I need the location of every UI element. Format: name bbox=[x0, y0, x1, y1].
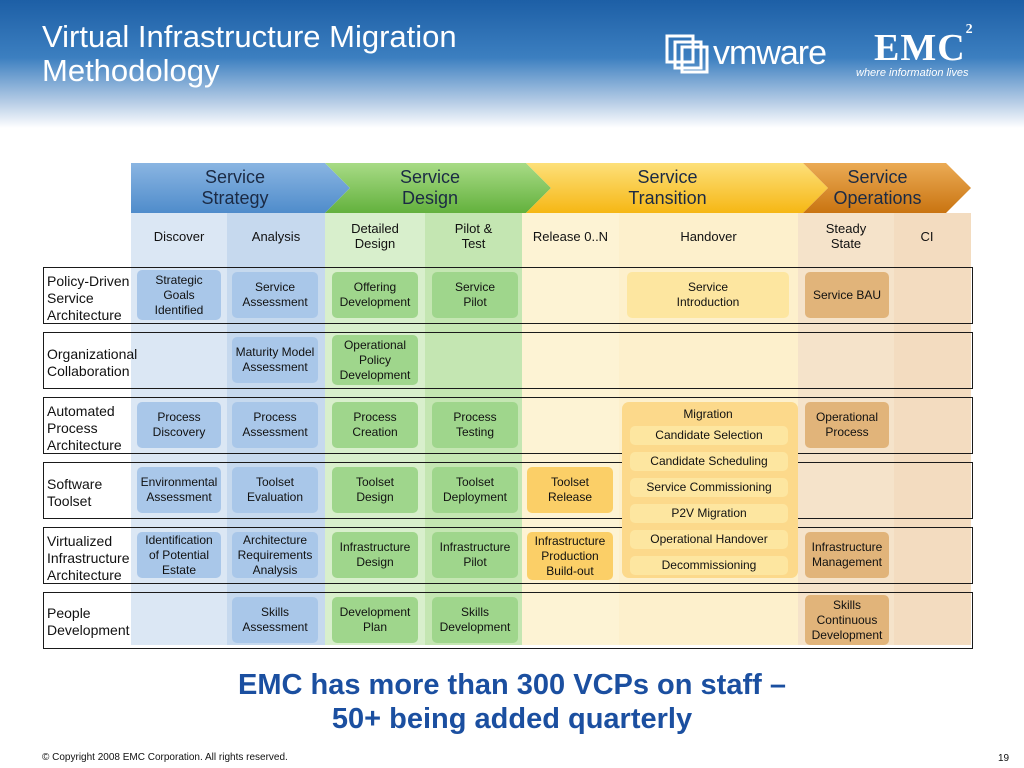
column-bg-ci bbox=[894, 213, 971, 645]
page-number: 19 bbox=[998, 753, 1010, 764]
cell-skills-continuous: Skills Continuous Development bbox=[805, 595, 889, 645]
row-label-virtualized: Virtualized Infrastructure Architecture bbox=[47, 533, 130, 583]
slogan: EMC has more than 300 VCPs on staff – 50… bbox=[238, 669, 786, 735]
cell-toolset-evaluation: Toolset Evaluation bbox=[232, 467, 318, 513]
cell-infrastructure-management: Infrastructure Management bbox=[805, 532, 889, 578]
cell-service-assessment: Service Assessment bbox=[232, 272, 318, 318]
row-box-organizational bbox=[43, 332, 973, 389]
cell-development-plan: Development Plan bbox=[332, 597, 418, 643]
row-label-policy: Policy-Driven Service Architecture bbox=[47, 273, 130, 323]
row-label-software: Software Toolset bbox=[47, 476, 103, 509]
cell-p2v-migration: P2V Migration bbox=[630, 504, 788, 523]
phase-label-operations: Service Operations bbox=[833, 167, 922, 208]
copyright-footer: © Copyright 2008 EMC Corporation. All ri… bbox=[42, 752, 288, 763]
phase-label-transition: Service Transition bbox=[628, 167, 707, 208]
phase-chevrons bbox=[131, 163, 971, 213]
slide-title: Virtual Infrastructure Migration Methodo… bbox=[42, 19, 457, 88]
subphase-pilot-test: Pilot & Test bbox=[454, 221, 493, 251]
vmware-logo: vmware bbox=[665, 34, 827, 74]
row-label-organizational: Organizational Collaboration bbox=[47, 346, 138, 379]
vmware-wordmark: vmware bbox=[713, 34, 827, 72]
row-box-virtualized bbox=[43, 527, 973, 584]
cell-architecture-requirements: Architecture Requirements Analysis bbox=[232, 532, 318, 578]
cell-identification-estate: Identification of Potential Estate bbox=[137, 532, 221, 578]
cell-skills-assessment: Skills Assessment bbox=[232, 597, 318, 643]
subphase-handover: Handover bbox=[680, 228, 737, 244]
subphase-steady-state: Steady State bbox=[825, 221, 867, 251]
chevron-service-transition bbox=[526, 163, 828, 213]
cell-toolset-design: Toolset Design bbox=[332, 467, 418, 513]
row-box-automated bbox=[43, 397, 973, 454]
header-banner bbox=[0, 0, 1024, 128]
row-box-software bbox=[43, 462, 973, 519]
emc-logo: EMC2 where information lives bbox=[856, 22, 996, 86]
cell-infrastructure-design: Infrastructure Design bbox=[332, 532, 418, 578]
cell-service-commissioning: Service Commissioning bbox=[630, 478, 788, 497]
cell-process-discovery: Process Discovery bbox=[137, 402, 221, 448]
cell-offering-development: Offering Development bbox=[332, 272, 418, 318]
cell-toolset-release: Toolset Release bbox=[527, 467, 613, 513]
cell-infrastructure-buildout: Infrastructure Production Build-out bbox=[527, 532, 613, 580]
cell-service-pilot: Service Pilot bbox=[432, 272, 518, 318]
subphase-ci: CI bbox=[920, 228, 934, 244]
cell-maturity-model: Maturity Model Assessment bbox=[232, 337, 318, 383]
cell-migration-title: Migration bbox=[683, 406, 733, 421]
cell-process-creation: Process Creation bbox=[332, 402, 418, 448]
row-label-automated: Automated Process Architecture bbox=[47, 403, 122, 453]
vmware-squares-icon bbox=[665, 34, 709, 74]
cell-infrastructure-pilot: Infrastructure Pilot bbox=[432, 532, 518, 578]
chevron-service-operations bbox=[803, 163, 971, 213]
cell-process-testing: Process Testing bbox=[432, 402, 518, 448]
row-box-policy bbox=[43, 267, 973, 324]
phase-label-design: Service Design bbox=[399, 167, 461, 208]
cell-candidate-selection: Candidate Selection bbox=[630, 426, 788, 445]
subphase-detailed-design: Detailed Design bbox=[351, 221, 399, 251]
cell-decommissioning: Decommissioning bbox=[630, 556, 788, 575]
cell-strategic-goals: Strategic Goals Identified bbox=[137, 270, 221, 320]
subphase-discover: Discover bbox=[153, 228, 205, 244]
cell-service-introduction: Service Introduction bbox=[627, 272, 789, 318]
subphase-analysis: Analysis bbox=[251, 228, 301, 244]
emc-tagline: where information lives bbox=[856, 67, 969, 79]
row-box-people bbox=[43, 592, 973, 649]
phase-label-strategy: Service Strategy bbox=[201, 167, 269, 208]
cell-toolset-deployment: Toolset Deployment bbox=[432, 467, 518, 513]
chevron-service-strategy bbox=[131, 163, 350, 213]
row-label-people: People Development bbox=[47, 605, 130, 638]
cell-service-bau: Service BAU bbox=[805, 272, 889, 318]
chevron-service-design bbox=[325, 163, 551, 213]
cell-operational-process: Operational Process bbox=[805, 402, 889, 448]
cell-environmental-assessment: Environmental Assessment bbox=[137, 467, 221, 513]
cell-candidate-scheduling: Candidate Scheduling bbox=[630, 452, 788, 471]
cell-operational-policy: Operational Policy Development bbox=[332, 335, 418, 385]
cell-process-assessment: Process Assessment bbox=[232, 402, 318, 448]
emc-wordmark: EMC2 bbox=[874, 22, 974, 69]
cell-skills-development: Skills Development bbox=[432, 597, 518, 643]
cell-operational-handover: Operational Handover bbox=[630, 530, 788, 549]
subphase-release: Release 0..N bbox=[532, 228, 609, 244]
